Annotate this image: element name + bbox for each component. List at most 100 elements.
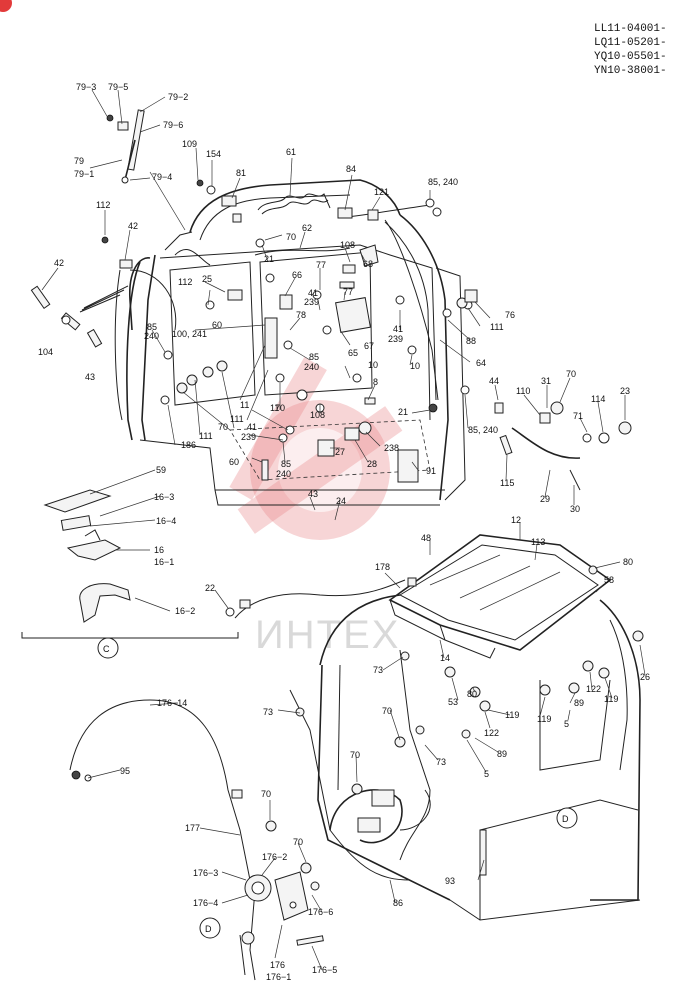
part-label: 58 <box>604 575 614 585</box>
part-label: 16 <box>154 545 164 555</box>
part-label: 42 <box>128 221 138 231</box>
part-label: 119 <box>505 710 519 720</box>
part-label: 27 <box>335 447 345 457</box>
view-c-label: C <box>103 644 110 654</box>
part-label: 80 <box>623 557 633 567</box>
part-label: 11 <box>240 400 249 410</box>
part-label: 41 <box>308 288 318 298</box>
part-label: 73 <box>373 665 383 675</box>
part-label: 5 <box>484 769 489 779</box>
part-label: 65 <box>348 348 358 358</box>
part-label: 240 <box>304 362 319 372</box>
part-label: 11 <box>270 403 279 413</box>
part-label: 100, 241 <box>172 329 207 339</box>
part-label: 112 <box>178 277 192 287</box>
part-label: 108 <box>340 240 355 250</box>
part-label: 70 <box>218 422 228 432</box>
part-label: 14 <box>440 653 450 663</box>
serial-line: YQ10-05501- <box>594 51 667 63</box>
roof-assembly <box>388 534 612 659</box>
part-label: 89 <box>497 749 507 759</box>
part-label: 93 <box>445 876 455 886</box>
part-label: 30 <box>570 504 580 514</box>
part-label: 76 <box>505 310 515 320</box>
part-label: 176−14 <box>157 698 187 708</box>
serial-line: YN10-38001- <box>594 65 667 77</box>
part-label: 59 <box>156 465 166 475</box>
part-label: 95 <box>120 766 130 776</box>
part-label: 154 <box>206 149 221 159</box>
part-label: 84 <box>346 164 356 174</box>
part-label: 78 <box>296 310 306 320</box>
part-label: 86 <box>393 898 403 908</box>
part-label: 79 <box>74 156 84 166</box>
control-cables <box>69 579 431 981</box>
part-label: 73 <box>436 757 446 767</box>
part-label: 111 <box>490 322 504 332</box>
part-label: 81 <box>236 168 246 178</box>
part-label: 25 <box>202 274 212 284</box>
part-label: 10 <box>410 361 420 371</box>
small-parts-upper <box>101 179 478 483</box>
part-label: 111 <box>230 414 244 424</box>
view-d-label: D <box>205 924 212 934</box>
part-label: 70 <box>261 789 271 799</box>
part-label: 67 <box>364 341 374 351</box>
part-label: 31 <box>541 376 551 386</box>
part-label: 79−3 <box>76 82 96 92</box>
part-label: 113 <box>531 537 545 547</box>
part-label: 119 <box>537 714 551 724</box>
part-label: 10 <box>368 360 378 370</box>
part-label: 73 <box>263 707 273 717</box>
part-labels: 79−3 79−5 79−2 79−6 79 79−1 79−4 109 154… <box>38 82 650 982</box>
part-label: 80 <box>467 689 477 699</box>
part-label: 5 <box>564 719 569 729</box>
part-label: 104 <box>38 347 53 357</box>
part-label: 89 <box>574 698 584 708</box>
part-label: 60 <box>212 320 222 330</box>
part-label: 176−2 <box>262 852 287 862</box>
view-d-label: D <box>562 814 569 824</box>
cab-lower-frame: D <box>317 594 641 921</box>
part-label: 21 <box>264 254 274 264</box>
part-label: 122 <box>586 684 601 694</box>
part-label: 77 <box>343 287 353 297</box>
leader-lines <box>41 89 646 971</box>
part-label: 85 <box>147 322 157 332</box>
part-label: 44 <box>489 376 499 386</box>
corner-marker <box>0 0 12 12</box>
part-label: 43 <box>85 372 95 382</box>
part-label: 115 <box>500 478 514 488</box>
part-label: 42 <box>54 258 64 268</box>
part-label: 238 <box>384 443 399 453</box>
part-label: 85 <box>309 352 319 362</box>
part-label: 60 <box>229 457 239 467</box>
part-label: 108 <box>310 410 325 420</box>
part-label: 176−1 <box>266 972 291 982</box>
part-label: 43 <box>308 489 318 499</box>
part-label: 109 <box>182 139 197 149</box>
part-label: 119 <box>604 694 618 704</box>
part-label: 16−4 <box>156 516 176 526</box>
left-small-parts <box>30 285 129 348</box>
stay-arm <box>494 401 632 491</box>
serial-line: LL11-04001- <box>594 23 667 35</box>
part-label: 48 <box>421 533 431 543</box>
part-label: 12 <box>511 515 521 525</box>
part-label: 112 <box>96 200 110 210</box>
part-label: 178 <box>375 562 390 572</box>
part-label: 77 <box>316 260 326 270</box>
part-label: 62 <box>302 223 312 233</box>
part-label: 186 <box>181 440 196 450</box>
part-label: 240 <box>276 469 291 479</box>
part-label: 79−6 <box>163 120 183 130</box>
part-label: 29 <box>540 494 550 504</box>
detail-c: C <box>21 489 239 659</box>
part-label: 176−5 <box>312 965 337 975</box>
part-label: 28 <box>367 459 377 469</box>
part-label: 88 <box>466 336 476 346</box>
part-label: 16−2 <box>175 606 195 616</box>
part-label: 21 <box>398 407 408 417</box>
part-label: 8 <box>373 377 378 387</box>
part-label: 66 <box>292 270 302 280</box>
